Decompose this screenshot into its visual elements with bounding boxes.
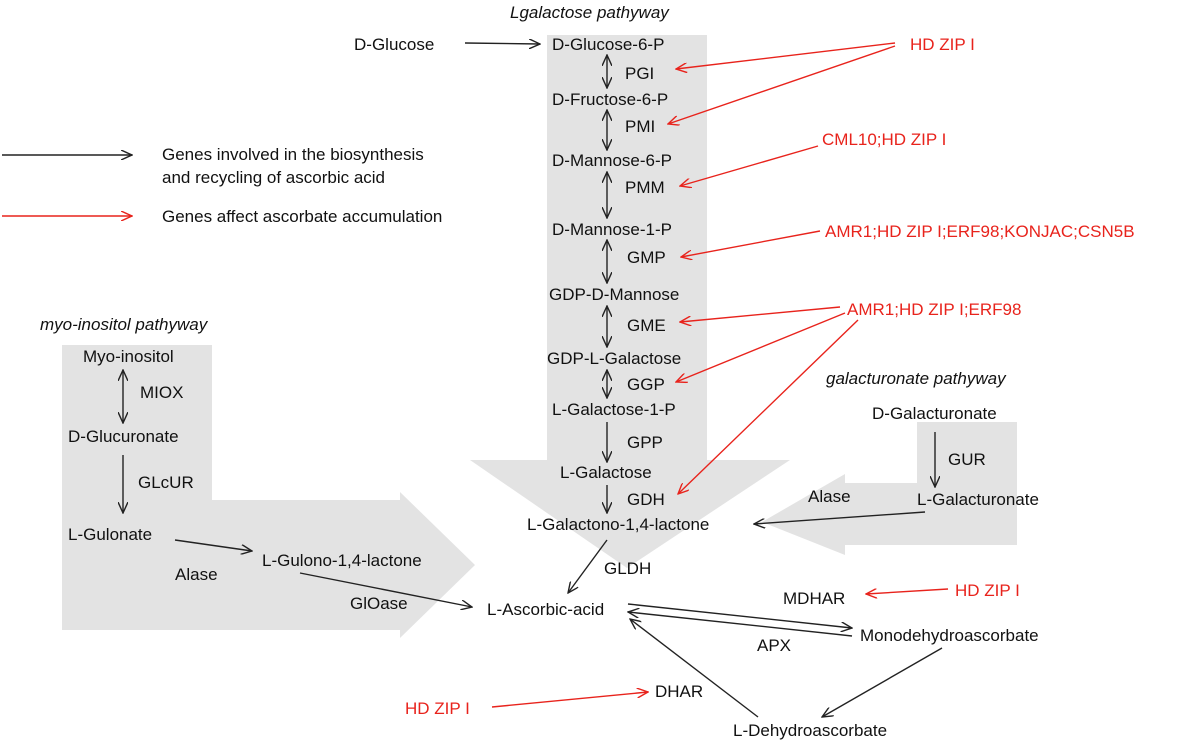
- gme-enzyme: GME: [627, 316, 666, 335]
- lgalactose-pathway: D-Glucose D-Glucose-6-P PGI D-Fructose-6…: [354, 35, 709, 578]
- red-arrow-mdhar: [866, 588, 949, 594]
- red-arrow-ggp: [676, 312, 846, 382]
- regulator-hdzip-dhar: HD ZIP I: [405, 699, 470, 718]
- lgalactose-pathway-title: Lgalactose pathyway: [510, 3, 670, 22]
- dhar-enzyme: DHAR: [655, 682, 703, 701]
- lgalactose-band: [470, 35, 790, 568]
- gloase-enzyme: GlOase: [350, 594, 408, 613]
- monodehydroascorbate-node: Monodehydroascorbate: [860, 626, 1039, 645]
- regulator-amr1-long: AMR1;HD ZIP I;ERF98;KONJAC;CSN5B: [825, 222, 1135, 241]
- background-bands: [62, 35, 1017, 638]
- mdhar-enzyme: MDHAR: [783, 589, 845, 608]
- myo-alase-enzyme: Alase: [175, 565, 218, 584]
- arrow-asc-to-mda: [627, 603, 852, 628]
- regulators: HD ZIP I CML10;HD ZIP I AMR1;HD ZIP I;ER…: [405, 35, 1135, 718]
- pmi-enzyme: PMI: [625, 117, 655, 136]
- d-glucose-6p-node: D-Glucose-6-P: [552, 35, 664, 54]
- pmm-enzyme: PMM: [625, 178, 665, 197]
- arrow-dha-to-asc: [630, 619, 759, 718]
- d-glucuronate-node: D-Glucuronate: [68, 427, 179, 446]
- red-arrow-pgi: [676, 42, 896, 69]
- d-glucose-node: D-Glucose: [354, 35, 434, 54]
- arrow-alase-gal: [754, 511, 926, 524]
- l-galacturonate-node: L-Galacturonate: [917, 490, 1039, 509]
- l-ascorbic-acid-node: L-Ascorbic-acid: [487, 600, 604, 619]
- regulator-arrows: [491, 42, 949, 708]
- d-mannose-1p-node: D-Mannose-1-P: [552, 220, 672, 239]
- arrow-gldh: [568, 539, 608, 593]
- gldh-enzyme: GLDH: [604, 559, 651, 578]
- arrow-mda-to-dha: [822, 647, 943, 717]
- pgi-enzyme: PGI: [625, 64, 654, 83]
- gmp-enzyme: GMP: [627, 248, 666, 267]
- red-arrow-pmi: [668, 45, 896, 124]
- miox-enzyme: MIOX: [140, 383, 183, 402]
- legend-red-label: Genes affect ascorbate accumulation: [162, 207, 442, 226]
- legend-black-label-line1: Genes involved in the biosynthesis: [162, 145, 424, 164]
- red-arrow-pmm: [680, 145, 819, 186]
- galacturonate-band: [762, 422, 1017, 555]
- d-mannose-6p-node: D-Mannose-6-P: [552, 151, 672, 170]
- arrow-mda-to-asc: [628, 612, 853, 637]
- arrow-glucose-to-g6p: [464, 43, 540, 44]
- gpp-enzyme: GPP: [627, 433, 663, 452]
- red-arrow-gdh: [678, 319, 859, 494]
- myo-inositol-node: Myo-inositol: [83, 347, 174, 366]
- l-gulonate-node: L-Gulonate: [68, 525, 152, 544]
- gdh-enzyme: GDH: [627, 490, 665, 509]
- l-galactono-lactone-node: L-Galactono-1,4-lactone: [527, 515, 709, 534]
- arrow-alase-myo: [174, 539, 252, 551]
- arrow-gloase: [299, 572, 472, 607]
- l-gulono-lactone-node: L-Gulono-1,4-lactone: [262, 551, 422, 570]
- legend: Genes involved in the biosynthesis and r…: [2, 145, 442, 226]
- ggp-enzyme: GGP: [627, 375, 665, 394]
- myo-inositol-pathway: Myo-inositol MIOX D-Glucuronate GLcUR L-…: [68, 347, 422, 613]
- l-galactose-node: L-Galactose: [560, 463, 652, 482]
- red-arrow-gmp: [681, 230, 821, 257]
- red-arrow-dhar: [491, 692, 648, 708]
- myo-inositol-band: [62, 345, 475, 638]
- recycling-pathway: L-Ascorbic-acid MDHAR Monodehydroascorba…: [487, 589, 1039, 740]
- regulator-amr1-short: AMR1;HD ZIP I;ERF98: [847, 300, 1021, 319]
- l-dehydroascorbate-node: L-Dehydroascorbate: [733, 721, 887, 740]
- galacturonate-pathway: D-Galacturonate GUR L-Galacturonate Alas…: [808, 404, 1039, 509]
- gdp-l-galactose-node: GDP-L-Galactose: [547, 349, 681, 368]
- legend-black-label-line2: and recycling of ascorbic acid: [162, 168, 385, 187]
- gdp-d-mannose-node: GDP-D-Mannose: [549, 285, 679, 304]
- galacturonate-pathway-title: galacturonate pathyway: [826, 369, 1007, 388]
- gur-enzyme: GUR: [948, 450, 986, 469]
- glcur-enzyme: GLcUR: [138, 473, 194, 492]
- d-galacturonate-node: D-Galacturonate: [872, 404, 997, 423]
- gene-arrows: [123, 43, 943, 718]
- apx-enzyme: APX: [757, 636, 791, 655]
- l-galactose-1p-node: L-Galactose-1-P: [552, 400, 676, 419]
- regulator-hdzip-mdhar: HD ZIP I: [955, 581, 1020, 600]
- regulator-cml10: CML10;HD ZIP I: [822, 130, 946, 149]
- gal-alase-enzyme: Alase: [808, 487, 851, 506]
- regulator-hdzip-glucose: HD ZIP I: [910, 35, 975, 54]
- myo-inositol-pathway-title: myo-inositol pathyway: [40, 315, 209, 334]
- d-fructose-6p-node: D-Fructose-6-P: [552, 90, 668, 109]
- red-arrow-gme: [680, 306, 841, 322]
